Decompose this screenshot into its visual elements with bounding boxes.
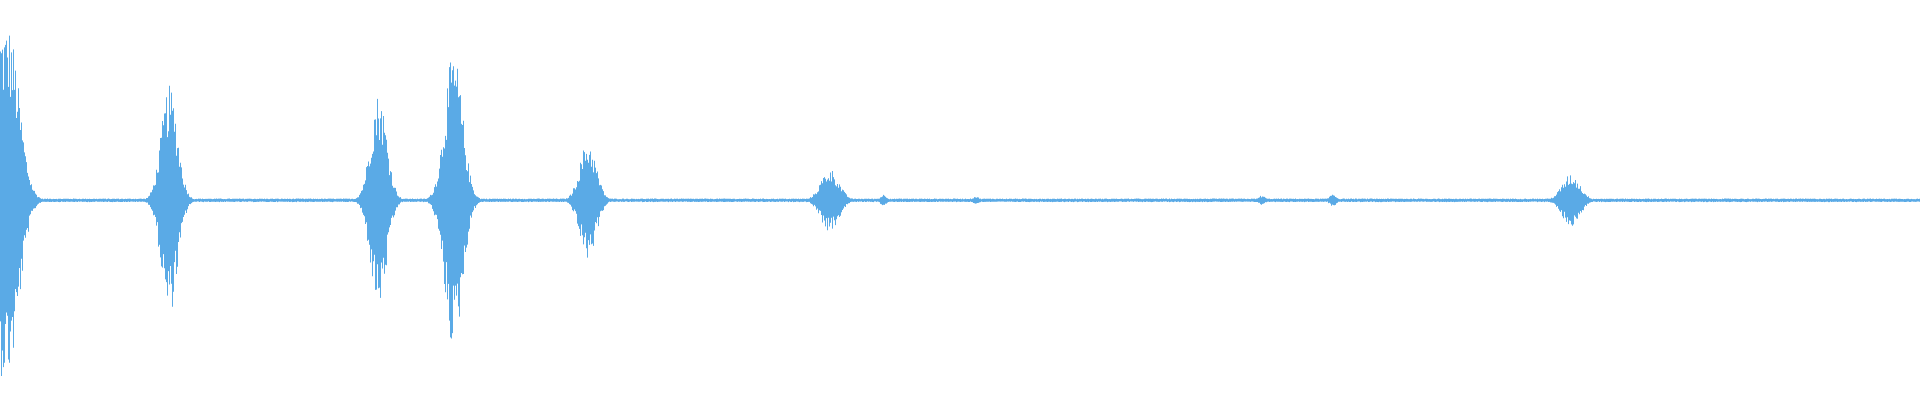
waveform-path xyxy=(0,35,1920,376)
